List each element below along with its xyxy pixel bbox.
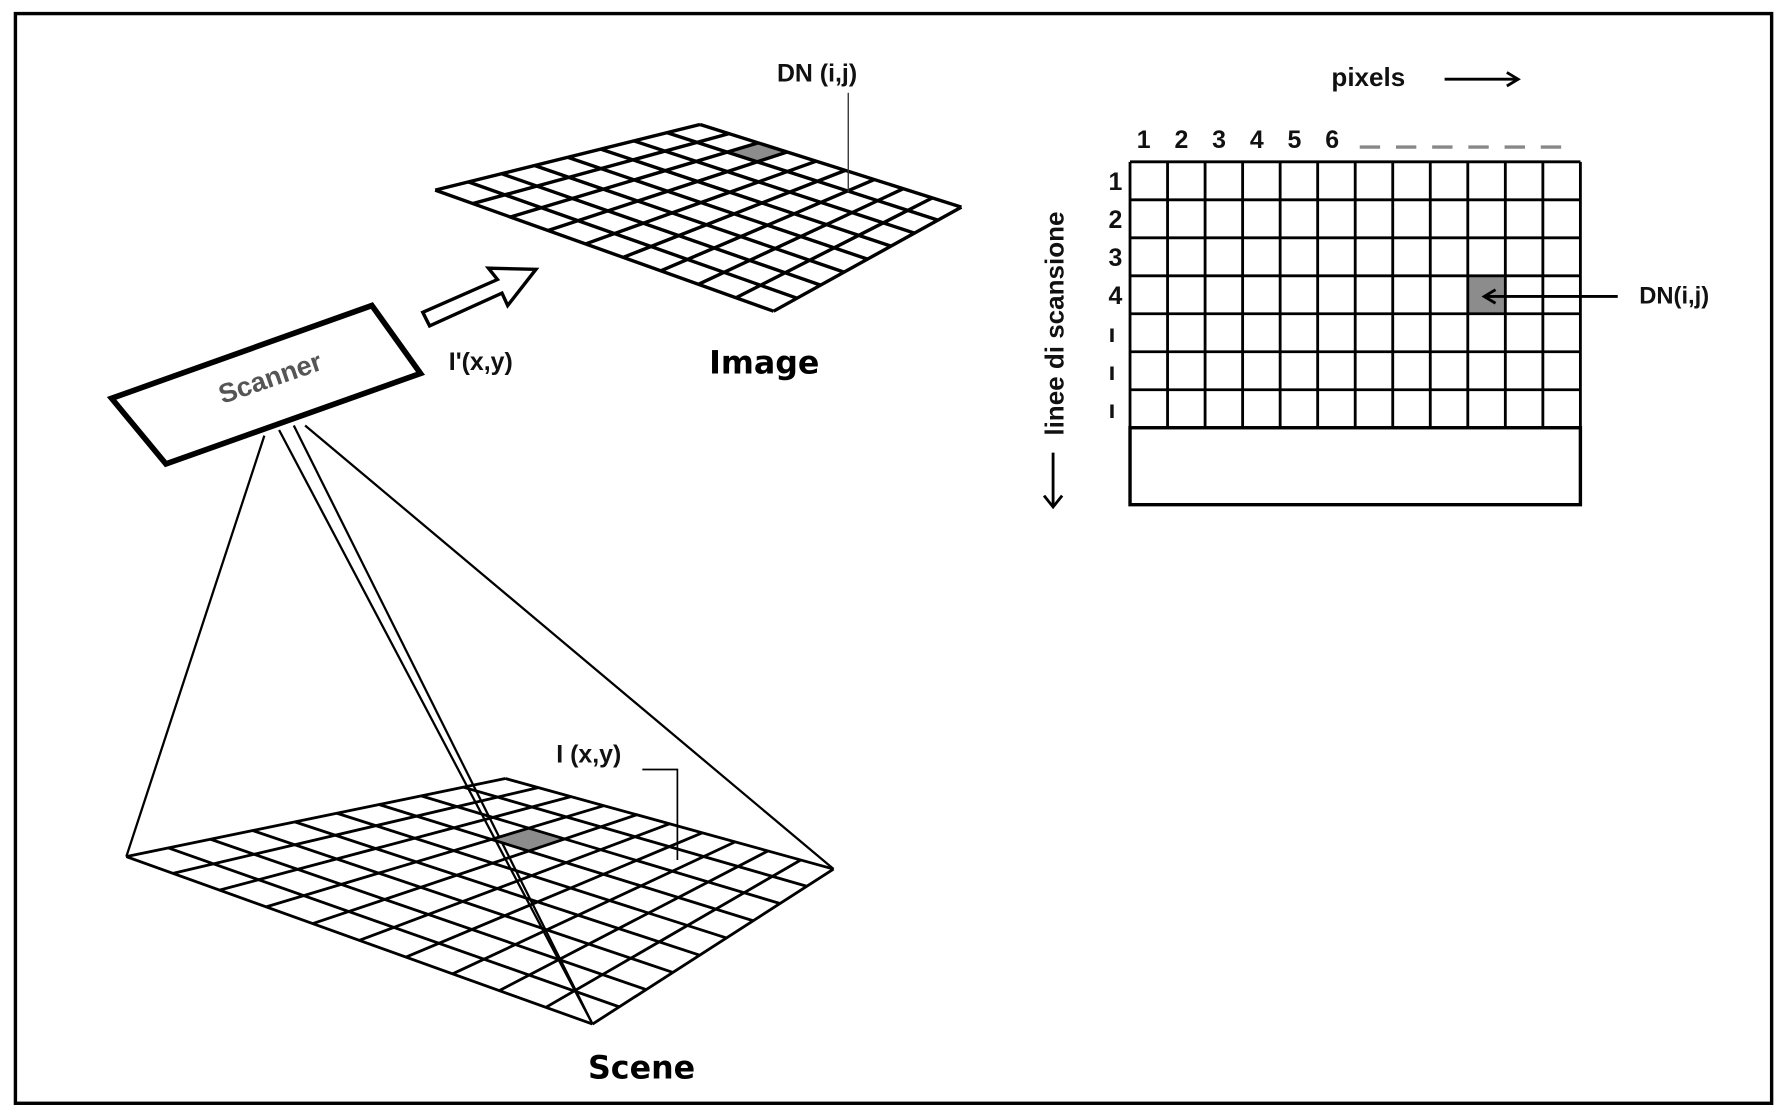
grid-line bbox=[172, 786, 539, 875]
grid-line bbox=[505, 777, 834, 871]
grid-line bbox=[434, 122, 701, 192]
scan-rays bbox=[125, 424, 835, 1025]
ray-bottom bbox=[278, 429, 594, 1025]
grid-line bbox=[472, 132, 730, 206]
grid-line bbox=[600, 147, 892, 248]
row-label: 2 bbox=[1109, 206, 1123, 234]
grid-line bbox=[567, 155, 869, 261]
highlighted-cell bbox=[727, 142, 788, 162]
grid-line bbox=[545, 858, 802, 1009]
i-scene-label: I (x,y) bbox=[556, 741, 621, 769]
grid-line bbox=[500, 172, 822, 287]
grid-line bbox=[633, 139, 915, 235]
grid-line bbox=[699, 122, 962, 209]
dn-grid-label: DN(i,j) bbox=[1639, 282, 1709, 309]
grid-line bbox=[219, 795, 572, 892]
output-arrow-icon bbox=[420, 266, 540, 329]
column-label: 5 bbox=[1288, 126, 1302, 154]
grid-line bbox=[498, 849, 769, 992]
grid-line bbox=[358, 822, 670, 942]
grid-line bbox=[126, 777, 506, 858]
scan-lines-arrow-icon bbox=[1042, 452, 1064, 510]
scan-lines-label: linee di scansione bbox=[1039, 212, 1069, 436]
pixels-label: pixels bbox=[1331, 62, 1405, 92]
column-label: 3 bbox=[1212, 126, 1226, 154]
grid-line bbox=[434, 188, 775, 313]
grid-line bbox=[405, 831, 703, 959]
grid-line bbox=[697, 187, 905, 286]
grid-line bbox=[467, 180, 798, 300]
grid-line bbox=[265, 804, 605, 909]
column-label: 2 bbox=[1174, 126, 1188, 154]
scanner-box bbox=[106, 302, 426, 468]
grid-line bbox=[591, 867, 835, 1026]
ray-right bbox=[304, 424, 835, 870]
row-label: ı bbox=[1109, 396, 1116, 424]
dn-grid-arrow-icon bbox=[1481, 288, 1618, 305]
grid-line bbox=[660, 177, 875, 273]
grid-line bbox=[585, 159, 817, 246]
grid-line bbox=[533, 163, 845, 274]
row-label: 3 bbox=[1109, 244, 1123, 272]
row-label: ı bbox=[1109, 358, 1116, 386]
row-label: ı bbox=[1109, 320, 1116, 348]
grid-line bbox=[509, 141, 759, 219]
grid-line bbox=[666, 131, 939, 222]
raster-remaining-area bbox=[1128, 426, 1583, 507]
row-label: 1 bbox=[1109, 168, 1123, 196]
raster-grid bbox=[1128, 160, 1582, 430]
grid-line bbox=[312, 813, 638, 925]
grid-line bbox=[622, 168, 846, 259]
scene-label: Scene bbox=[588, 1050, 695, 1086]
column-label: 1 bbox=[1137, 126, 1151, 154]
ray-left bbox=[125, 435, 266, 857]
frame-border bbox=[13, 11, 1774, 1105]
image-label: Image bbox=[709, 345, 819, 381]
highlighted-cell bbox=[491, 828, 565, 852]
column-label: 4 bbox=[1250, 126, 1264, 154]
grid-line bbox=[452, 840, 736, 976]
grid-line bbox=[735, 196, 934, 300]
i-prime-label: I'(x,y) bbox=[449, 348, 513, 376]
ray-bottom-2 bbox=[292, 424, 594, 1025]
column-label: 6 bbox=[1325, 126, 1339, 154]
row-label: 4 bbox=[1109, 282, 1123, 310]
image-grid bbox=[434, 122, 963, 313]
dn-image-label: DN (i,j) bbox=[777, 59, 857, 87]
grid-line bbox=[772, 205, 963, 313]
grid-line bbox=[547, 150, 788, 233]
pixels-arrow-icon bbox=[1444, 71, 1521, 88]
scene-grid bbox=[125, 777, 835, 1026]
i-scene-leader bbox=[642, 768, 679, 860]
